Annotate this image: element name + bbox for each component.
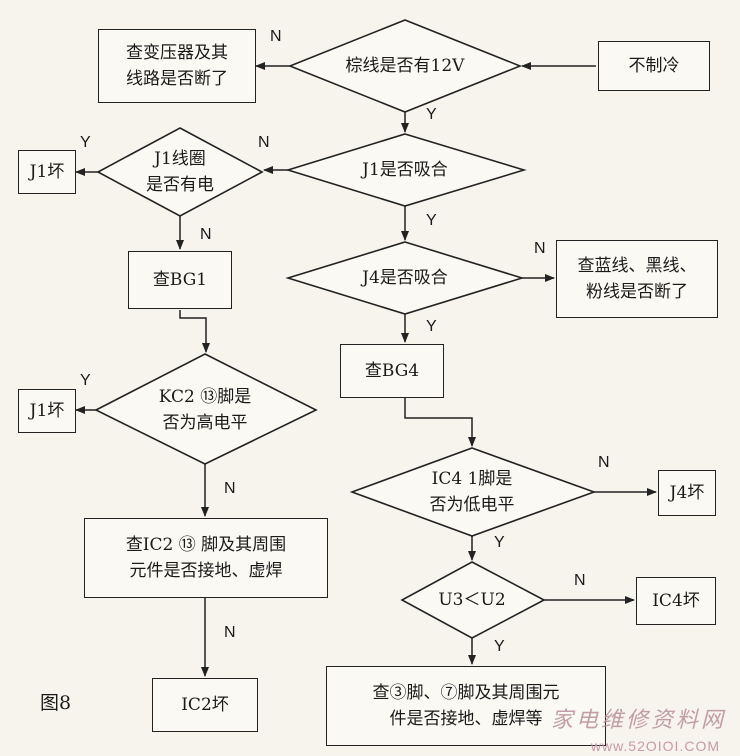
box-j1-bad-top: J1坏	[18, 150, 76, 194]
label-y-kc2: Y	[80, 372, 91, 389]
diamond-j1-coil-text: J1线圈 是否有电	[146, 149, 214, 195]
box-j4-bad: J4坏	[658, 470, 716, 516]
box-check-wires: 查蓝线、黑线、 粉线是否断了	[556, 240, 718, 318]
watermark-url: www.52OIOI.COM	[590, 738, 720, 754]
label-n-ic2check: N	[224, 624, 236, 641]
box-check-ic2: 查IC2 ⑬ 脚及其周围 元件是否接地、虚焊	[84, 518, 328, 598]
box-ic4-bad: IC4坏	[636, 577, 716, 625]
edge-bg4-to-ic4	[404, 398, 476, 447]
diamond-j4-pull-text: J4是否吸合	[362, 268, 448, 288]
label-n-j1coil: N	[200, 226, 212, 243]
label-y-j1coil: Y	[80, 134, 91, 151]
label-y-j1pull: Y	[426, 212, 437, 229]
box-check-bg4: 查BG4	[340, 344, 444, 398]
label-y-brown: Y	[426, 106, 437, 123]
box-check-bg1: 查BG1	[128, 251, 232, 309]
label-y-u3u2: Y	[494, 638, 505, 655]
diamond-kc2-high-text: KC2 ⑬脚是 否为高电平	[158, 387, 252, 433]
label-n-brown: N	[270, 28, 282, 45]
diamond-j1-pull-text: J1是否吸合	[362, 160, 448, 180]
box-check-pins: 查③脚、⑦脚及其周围元 件是否接地、虚焊等	[326, 666, 606, 746]
watermark-text: 家电维修资料网	[550, 708, 726, 733]
diamond-u3-u2-text: U3＜U2	[438, 590, 506, 610]
box-no-cooling: 不制冷	[598, 41, 710, 91]
label-n-j4pull: N	[534, 240, 546, 257]
label-n-j1pull: N	[258, 134, 270, 151]
label-y-j4pull: Y	[426, 318, 437, 335]
diamond-ic4-low-text: IC4 1脚是 否为低电平	[429, 469, 515, 515]
label-n-u3u2: N	[574, 572, 586, 589]
diamond-brown-12v-text: 棕线是否有12V	[345, 56, 465, 76]
label-n-kc2: N	[224, 480, 236, 497]
edge-bg1-to-kc2	[179, 310, 210, 353]
figure-label: 图8	[40, 692, 72, 714]
box-check-transformer: 查变压器及其 线路是否断了	[98, 29, 256, 103]
box-ic2-bad: IC2坏	[152, 678, 258, 732]
label-n-ic4low: N	[598, 454, 610, 471]
label-y-ic4low: Y	[494, 534, 505, 551]
box-j1-bad-bottom: J1坏	[18, 389, 76, 433]
